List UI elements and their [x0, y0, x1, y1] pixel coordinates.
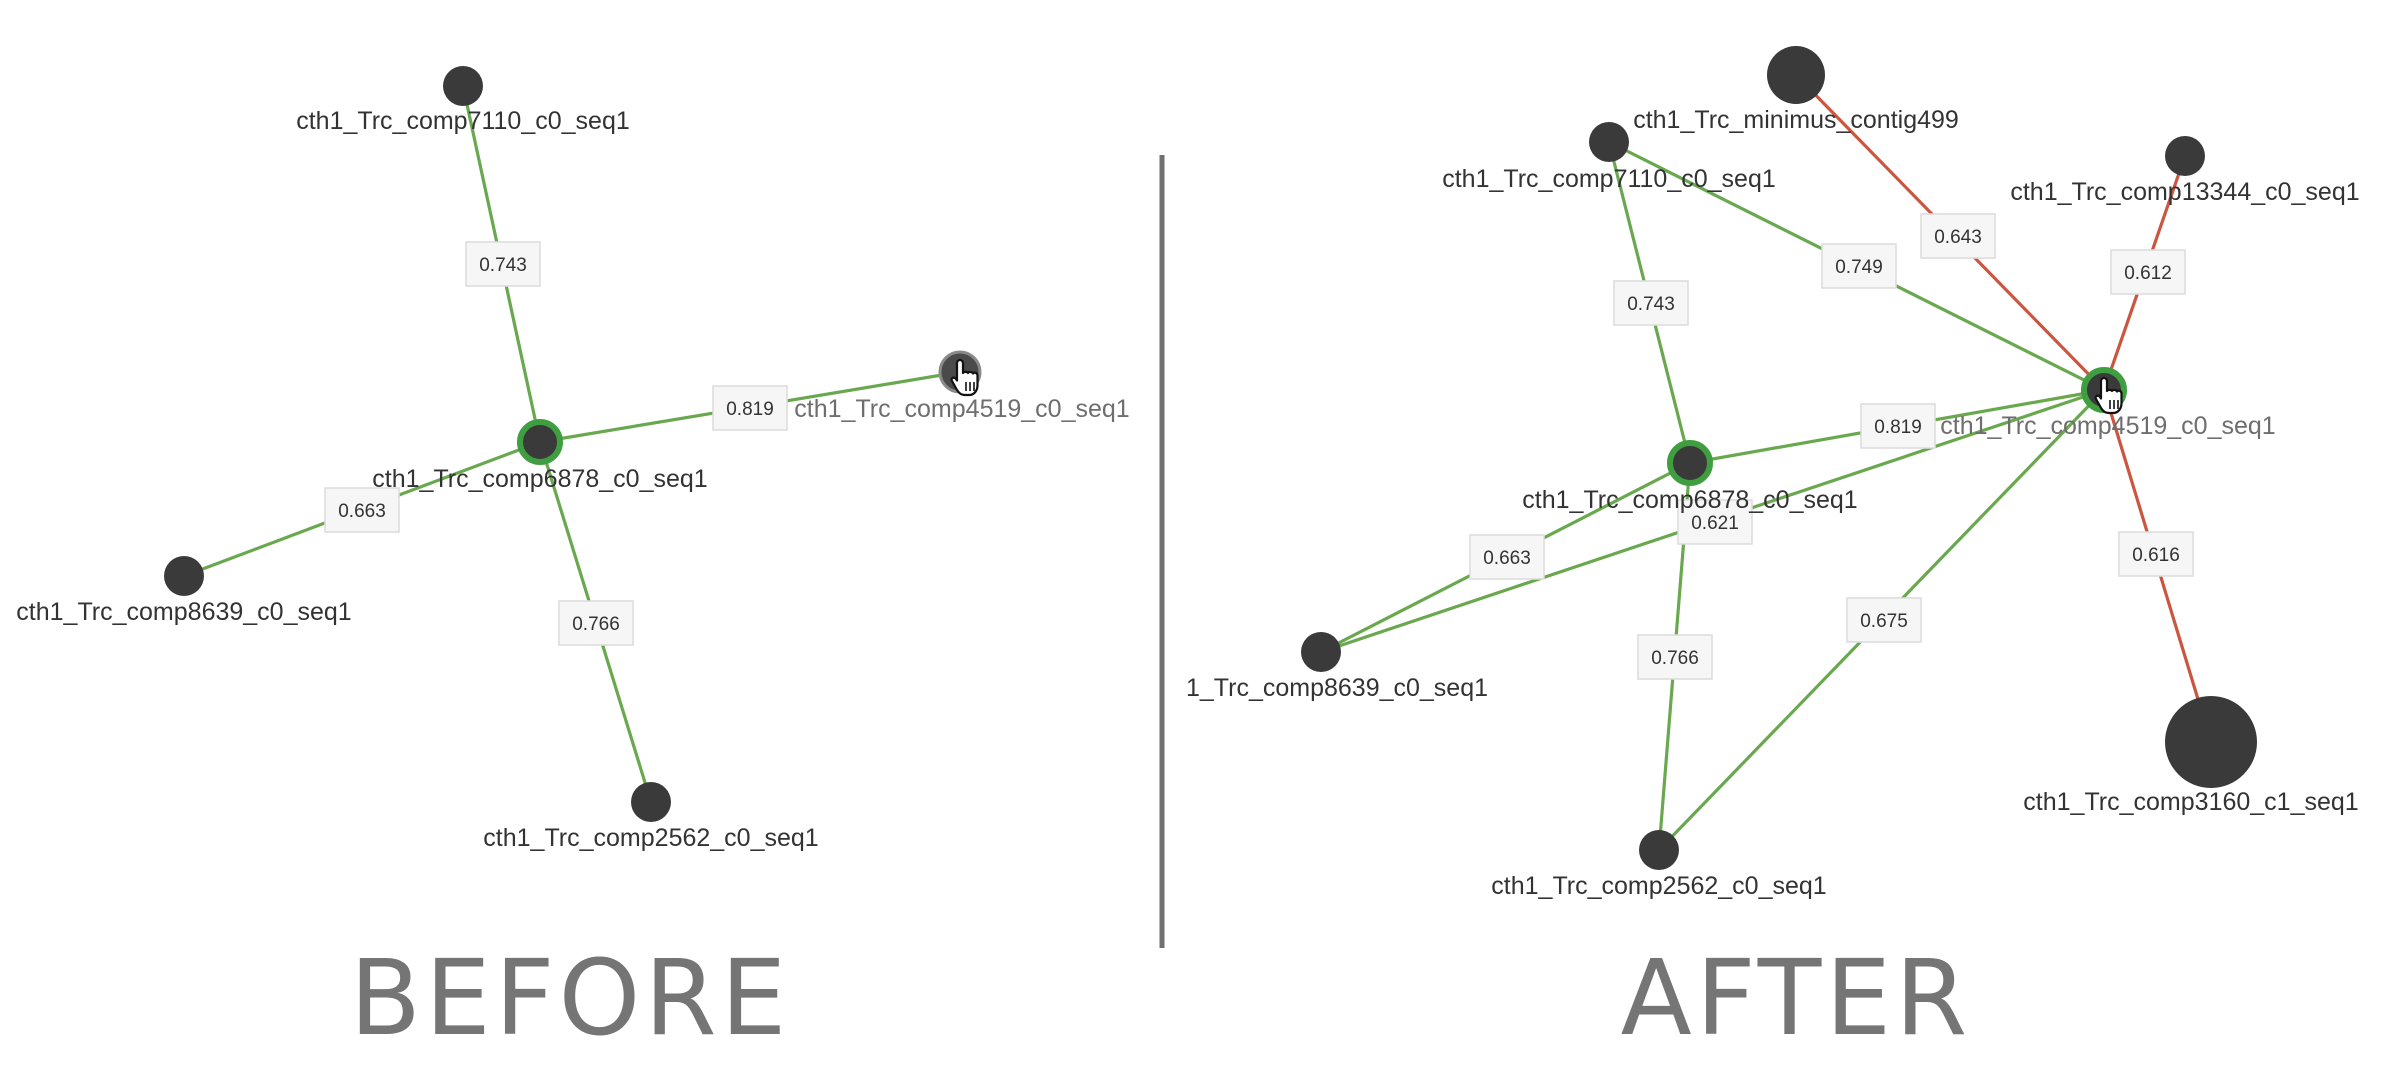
node-circle[interactable]: [1301, 632, 1341, 672]
node-contig499[interactable]: [1767, 46, 1825, 104]
node-label-contig499: cth1_Trc_minimus_contig499: [1633, 106, 1959, 134]
edge-weight-label-comp4519-comp3160: 0.616: [2118, 531, 2194, 577]
node-comp2562[interactable]: [1639, 830, 1679, 870]
edge-weight-label-comp4519-contig499: 0.643: [1920, 213, 1996, 259]
node-circle-selected[interactable]: [517, 419, 563, 465]
node-comp6878[interactable]: [517, 419, 563, 465]
node-label-comp6878: cth1_Trc_comp6878_c0_seq1: [372, 465, 707, 493]
edge-weight-box: [324, 487, 400, 533]
hand-pointer-cursor-icon: [950, 358, 979, 397]
node-comp7110[interactable]: [1589, 122, 1629, 162]
node-label-comp6878: cth1_Trc_comp6878_c0_seq1: [1522, 486, 1857, 514]
edge-weight-label-comp6878-comp2562: 0.766: [1637, 634, 1713, 680]
node-label-comp4519: cth1_Trc_comp4519_c0_seq1: [1940, 412, 2275, 440]
node-label-comp7110: cth1_Trc_comp7110_c0_seq1: [1442, 165, 1776, 193]
node-circle[interactable]: [631, 782, 671, 822]
node-label-comp8639: 1_Trc_comp8639_c0_seq1: [1186, 674, 1488, 702]
edge-weight-text: 0.616: [2132, 545, 2180, 566]
edge-weight-text: 0.675: [1860, 611, 1908, 632]
edge-weight-label-comp6878-comp8639: 0.663: [324, 487, 400, 533]
edge-weight-text: 0.819: [1874, 417, 1922, 438]
node-comp13344[interactable]: [2165, 136, 2205, 176]
edge-weight-text: 0.766: [572, 614, 620, 635]
edge-weight-label-comp4519-comp2562: 0.675: [1846, 597, 1922, 643]
edge-weight-box: [1846, 597, 1922, 643]
hand-pointer-cursor-icon: [2094, 376, 2123, 415]
panel-caption-before: BEFORE: [350, 937, 791, 1059]
node-comp6878[interactable]: [1667, 440, 1713, 486]
node-label-comp2562: cth1_Trc_comp2562_c0_seq1: [483, 824, 818, 852]
edge-weight-box: [2110, 249, 2186, 295]
edge-weight-box: [2118, 531, 2194, 577]
panel-caption-after: AFTER: [1621, 937, 1972, 1059]
edge-weight-text: 0.643: [1934, 227, 1982, 248]
edge-weight-text: 0.612: [2124, 263, 2172, 284]
edge-weight-text: 0.663: [338, 501, 386, 522]
edge-weight-text: 0.621: [1691, 513, 1739, 534]
node-comp2562[interactable]: [631, 782, 671, 822]
edge-weight-label-comp6878-comp4519: 0.819: [712, 385, 788, 431]
edge-label-layer: 0.643 0.612 0.616 0.749 0.743 0.819 0.621 0.663…: [1469, 213, 2194, 680]
edge-weight-box: [1469, 534, 1545, 580]
edge-weight-label-comp4519-comp8639: 0.621: [1677, 499, 1753, 545]
panel-before: 0.743 0.819 0.663 0.766 cth1_Trc_comp7110_c…: [16, 66, 1130, 1059]
edge-weight-box: [1860, 403, 1936, 449]
node-comp7110[interactable]: [443, 66, 483, 106]
edge-label-layer: 0.743 0.819 0.663 0.766: [324, 241, 788, 646]
node-comp8639[interactable]: [1301, 632, 1341, 672]
node-label-comp2562: cth1_Trc_comp2562_c0_seq1: [1491, 872, 1826, 900]
edge-weight-text: 0.743: [479, 255, 527, 276]
edge-weight-text: 0.819: [726, 399, 774, 420]
edge-weight-box: [1677, 499, 1753, 545]
node-label-comp8639: cth1_Trc_comp8639_c0_seq1: [16, 598, 351, 626]
edge-weight-label-comp6878-comp4519: 0.819: [1860, 403, 1936, 449]
edge-weight-box: [465, 241, 541, 287]
edge-weight-label-comp4519-comp13344: 0.612: [2110, 249, 2186, 295]
node-layer: [1301, 46, 2257, 870]
node-comp3160[interactable]: [2165, 696, 2257, 788]
node-circle[interactable]: [1639, 830, 1679, 870]
node-circle[interactable]: [443, 66, 483, 106]
edge-weight-box: [712, 385, 788, 431]
edge-layer: [183, 85, 961, 803]
node-circle[interactable]: [2165, 136, 2205, 176]
pointer-layer: [2094, 376, 2123, 415]
edge-weight-label-comp6878-comp8639: 0.663: [1469, 534, 1545, 580]
node-circle-selected[interactable]: [1667, 440, 1713, 486]
node-label-comp13344: cth1_Trc_comp13344_c0_seq1: [2010, 178, 2359, 206]
node-circle[interactable]: [1589, 122, 1629, 162]
node-label-comp4519: cth1_Trc_comp4519_c0_seq1: [794, 395, 1129, 423]
edge-weight-label-comp6878-comp7110: 0.743: [1613, 280, 1689, 326]
node-label-layer: cth1_Trc_comp7110_c0_seq1 cth1_Trc_comp45…: [16, 107, 1129, 852]
node-circle[interactable]: [1767, 46, 1825, 104]
edge-weight-text: 0.743: [1627, 294, 1675, 315]
edge-weight-box: [1920, 213, 1996, 259]
edge-weight-label-comp6878-comp2562: 0.766: [558, 600, 634, 646]
pointer-layer: [950, 358, 979, 397]
edge-weight-label-comp4519-comp7110: 0.749: [1821, 243, 1897, 289]
node-label-layer: cth1_Trc_minimus_contig499 cth1_Trc_comp7…: [1186, 106, 2360, 900]
edge-weight-text: 0.749: [1835, 257, 1883, 278]
node-label-comp7110: cth1_Trc_comp7110_c0_seq1: [296, 107, 630, 135]
node-circle[interactable]: [164, 556, 204, 596]
edge-weight-box: [1821, 243, 1897, 289]
panel-after: 0.643 0.612 0.616 0.749 0.743 0.819 0.621 0.663…: [1186, 46, 2360, 1059]
edge-weight-box: [1613, 280, 1689, 326]
edge-weight-text: 0.766: [1651, 648, 1699, 669]
edge-weight-label-comp6878-comp7110: 0.743: [465, 241, 541, 287]
node-label-comp3160: cth1_Trc_comp3160_c1_seq1: [2023, 788, 2358, 816]
node-circle[interactable]: [2165, 696, 2257, 788]
edge-weight-box: [558, 600, 634, 646]
edge-weight-text: 0.663: [1483, 548, 1531, 569]
node-layer: [164, 66, 982, 822]
edge-weight-box: [1637, 634, 1713, 680]
node-comp8639[interactable]: [164, 556, 204, 596]
